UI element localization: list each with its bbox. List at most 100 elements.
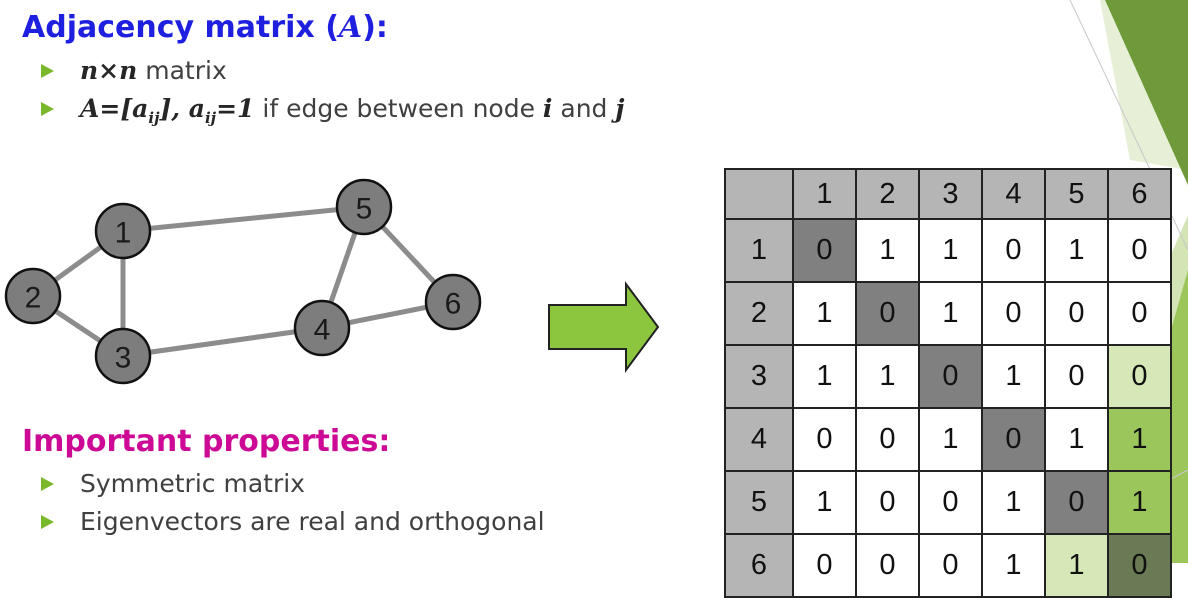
title-prefix: Adjacency matrix ( (22, 10, 339, 45)
matrix-cell: 1 (1107, 470, 1172, 535)
matrix-cell: 0 (855, 533, 920, 598)
graph-nodes (4, 178, 482, 385)
col-header: 5 (1044, 168, 1109, 220)
matrix-cell: 1 (792, 470, 857, 535)
matrix-cell: 1 (1044, 218, 1109, 283)
bullet-item: n×n matrix (38, 52, 624, 90)
matrix-cell: 1 (1107, 407, 1172, 472)
matrix-cell: 1 (1044, 533, 1109, 598)
node-4 (293, 299, 351, 357)
matrix-cell: 0 (1107, 281, 1172, 346)
col-header: 6 (1107, 168, 1172, 220)
row-header: 1 (724, 218, 794, 283)
node-label: 3 (115, 342, 132, 375)
matrix-cell: 1 (918, 281, 983, 346)
bullet-text: Symmetric matrix (80, 469, 305, 498)
matrix-cell: 0 (792, 218, 857, 283)
row-header: 6 (724, 533, 794, 598)
row-header: 5 (724, 470, 794, 535)
math-part: A=[a (80, 94, 149, 123)
edge-3-4 (122, 325, 323, 359)
node-5 (335, 178, 393, 236)
bullet-text: Eigenvectors are real and orthogonal (80, 507, 545, 536)
right-arrow-icon (548, 280, 660, 374)
properties-bullets: Symmetric matrix Eigenvectors are real a… (38, 465, 545, 541)
math-part: =1 (216, 94, 255, 123)
math-subscript: ij (148, 109, 160, 127)
matrix-cell: 1 (918, 218, 983, 283)
header-row: 1 2 3 4 5 6 (724, 168, 1172, 220)
math-part: ], a (159, 94, 205, 123)
matrix-cell: 0 (1107, 218, 1172, 283)
title-suffix: ): (362, 10, 388, 45)
row-header: 2 (724, 281, 794, 346)
matrix-cell: 1 (981, 470, 1046, 535)
matrix-cell: 1 (855, 218, 920, 283)
matrix-row: 6 0 0 0 1 1 0 (724, 533, 1172, 598)
bullet-text: if edge between node (254, 94, 543, 123)
slide-title: Adjacency matrix (A): (22, 10, 388, 45)
bullet-item: A=[aij], aij=1 if edge between node i an… (38, 90, 624, 128)
node-3 (94, 327, 152, 385)
matrix-row: 5 1 0 0 1 0 1 (724, 470, 1172, 535)
node-label: 2 (25, 282, 42, 315)
matrix-cell: 0 (792, 407, 857, 472)
matrix-cell: 0 (855, 281, 920, 346)
row-header: 3 (724, 344, 794, 409)
matrix-cell: 1 (918, 407, 983, 472)
node-2 (4, 267, 62, 325)
matrix-cell: 0 (855, 470, 920, 535)
col-header: 3 (918, 168, 983, 220)
matrix-cell: 1 (792, 281, 857, 346)
dimension-math: n×n (80, 56, 138, 85)
node-label: 1 (115, 217, 132, 250)
graph-diagram: 1 2 3 4 5 6 (4, 178, 482, 385)
node-label: 5 (356, 193, 373, 226)
variable-j: j (615, 94, 625, 123)
matrix-cell: 1 (792, 344, 857, 409)
matrix-cell: 0 (1044, 281, 1109, 346)
matrix-cell: 0 (1044, 470, 1109, 535)
matrix-cell: 0 (981, 218, 1046, 283)
variable-i: i (542, 94, 553, 123)
matrix-cell: 0 (1107, 533, 1172, 598)
definition-bullets: n×n matrix A=[aij], aij=1 if edge betwee… (38, 52, 624, 128)
definition-math: A=[aij], aij=1 (80, 94, 255, 127)
node-label: 6 (445, 288, 462, 321)
matrix-cell: 0 (855, 407, 920, 472)
matrix-cell: 0 (1044, 344, 1109, 409)
bullet-text: and (552, 94, 616, 123)
node-1 (94, 202, 152, 260)
decor-dark-triangle (1105, 0, 1188, 185)
matrix-cell: 0 (918, 470, 983, 535)
node-6 (424, 273, 482, 331)
corner-cell (724, 168, 794, 220)
properties-heading: Important properties: (22, 424, 391, 459)
matrix-cell: 0 (981, 407, 1046, 472)
adjacency-matrix: 1 2 3 4 5 6 1 0 1 1 0 1 0 2 1 0 1 0 0 0 … (724, 168, 1172, 598)
matrix-cell: 1 (855, 344, 920, 409)
triangle-bullet-icon (41, 477, 54, 491)
matrix-cell: 0 (981, 281, 1046, 346)
matrix-cell: 0 (1107, 344, 1172, 409)
matrix-cell: 1 (981, 533, 1046, 598)
triangle-bullet-icon (41, 102, 54, 116)
matrix-row: 1 0 1 1 0 1 0 (724, 218, 1172, 283)
matrix-cell: 0 (918, 344, 983, 409)
col-header: 1 (792, 168, 857, 220)
matrix-cell: 0 (918, 533, 983, 598)
bullet-item: Eigenvectors are real and orthogonal (38, 503, 545, 541)
matrix-cell: 0 (792, 533, 857, 598)
matrix-row: 2 1 0 1 0 0 0 (724, 281, 1172, 346)
matrix-row: 3 1 1 0 1 0 0 (724, 344, 1172, 409)
math-subscript: ij (204, 109, 217, 127)
row-header: 4 (724, 407, 794, 472)
bullet-text: matrix (137, 56, 227, 85)
col-header: 2 (855, 168, 920, 220)
matrix-cell: 1 (1044, 407, 1109, 472)
node-label: 4 (314, 314, 331, 347)
triangle-bullet-icon (41, 64, 54, 78)
bullet-item: Symmetric matrix (38, 465, 545, 503)
col-header: 4 (981, 168, 1046, 220)
matrix-cell: 1 (981, 344, 1046, 409)
